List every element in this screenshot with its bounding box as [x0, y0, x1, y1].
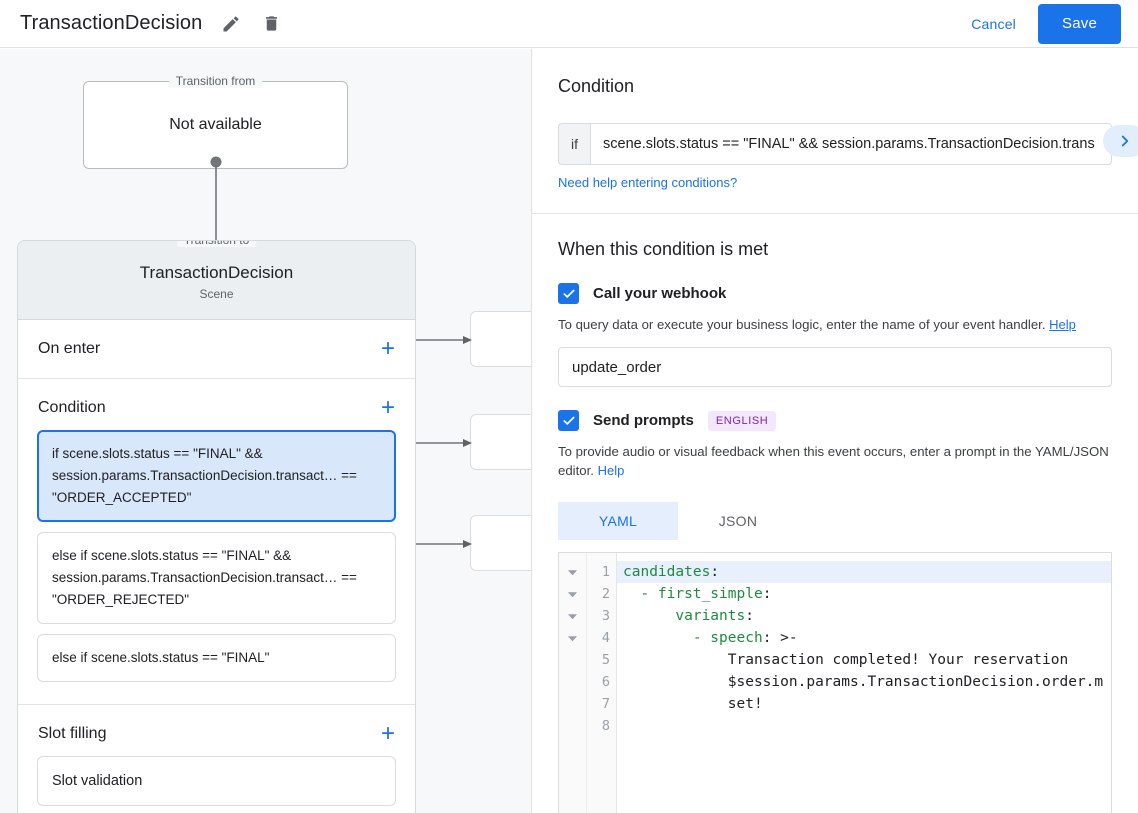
editor-fold-gutter[interactable] — [559, 553, 587, 813]
editor-line-number: 7 — [601, 696, 610, 712]
scene-type: Scene — [199, 287, 234, 301]
fold-spacer — [559, 649, 586, 671]
prompts-description-text: To provide audio or visual feedback when… — [558, 444, 1109, 478]
call-webhook-label: Call your webhook — [593, 285, 727, 302]
fold-spacer — [559, 671, 586, 693]
editor-line[interactable]: candidates: — [617, 561, 1111, 583]
editor-line-number: 4 — [601, 630, 610, 646]
editor-line-number: 1 — [601, 564, 610, 580]
editor-line[interactable]: $session.params.TransactionDecision.orde… — [727, 674, 1104, 690]
fold-toggle-icon[interactable] — [559, 561, 586, 583]
scene-name: TransactionDecision — [139, 263, 294, 282]
yaml-editor[interactable]: 1 2 3 4 5 6 7 8 candidates: - first_simple: var… — [558, 552, 1112, 813]
trash-icon[interactable] — [260, 13, 282, 35]
condition-title: Condition — [38, 399, 106, 416]
target-node-3[interactable] — [470, 515, 531, 571]
editor-line-number: 8 — [601, 718, 610, 734]
target-node-2[interactable] — [470, 414, 531, 470]
send-prompts-row: Send prompts ENGLISH — [558, 410, 1112, 431]
condition-header: Condition + — [18, 379, 415, 430]
prompts-help-link[interactable]: Help — [597, 463, 625, 478]
editor-line[interactable]: Transaction completed! Your reservation — [727, 652, 1069, 668]
editor-line[interactable]: set! — [727, 696, 763, 712]
condition-input[interactable] — [590, 123, 1112, 165]
condition-detail-panel: Condition if Need help entering conditio… — [531, 49, 1138, 813]
if-prefix-label: if — [558, 123, 590, 165]
editor-line[interactable] — [617, 715, 1111, 737]
app-header: TransactionDecision Cancel Save — [0, 0, 1138, 48]
editor-line[interactable]: - speech: >- — [692, 630, 798, 646]
transition-from-box: Transition from Not available — [83, 74, 348, 169]
fold-toggle-icon[interactable] — [559, 583, 586, 605]
call-webhook-checkbox[interactable] — [558, 283, 579, 304]
tab-yaml[interactable]: YAML — [558, 502, 678, 540]
webhook-description-text: To query data or execute your business l… — [558, 317, 1046, 332]
cancel-button[interactable]: Cancel — [957, 8, 1030, 40]
condition-list-item[interactable]: if scene.slots.status == "FINAL" && sess… — [37, 430, 396, 522]
panel-divider — [532, 213, 1138, 214]
add-slot-filling-button[interactable]: + — [377, 722, 399, 746]
pencil-icon[interactable] — [220, 13, 242, 35]
editor-format-tabs: YAML JSON — [558, 502, 1112, 540]
language-badge: ENGLISH — [707, 410, 777, 431]
condition-list-item[interactable]: else if scene.slots.status == "FINAL" — [37, 634, 396, 682]
condition-list-item[interactable]: else if scene.slots.status == "FINAL" &&… — [37, 532, 396, 624]
send-prompts-label: Send prompts — [593, 412, 694, 429]
editor-line-number: 5 — [601, 652, 610, 668]
when-condition-met-title: When this condition is met — [558, 239, 769, 259]
on-enter-title: On enter — [38, 340, 101, 357]
chevron-right-icon[interactable] — [1103, 125, 1138, 157]
fold-toggle-icon[interactable] — [559, 627, 586, 649]
editor-code-area[interactable]: candidates: - first_simple: variants: - … — [617, 553, 1111, 813]
fold-spacer — [559, 715, 586, 737]
scene-graph-canvas[interactable]: Transition from Not available Transition… — [0, 49, 531, 813]
editor-line[interactable]: - first_simple: — [640, 586, 772, 602]
transition-from-legend: Transition from — [168, 74, 263, 88]
transition-to-box: Transition to TransactionDecision Scene — [18, 241, 415, 320]
save-button[interactable]: Save — [1038, 3, 1121, 44]
webhook-description: To query data or execute your business l… — [558, 315, 1112, 334]
editor-line-numbers: 1 2 3 4 5 6 7 8 — [587, 553, 617, 813]
webhook-handler-input[interactable] — [558, 347, 1112, 387]
transition-to-legend: Transition to — [176, 241, 257, 247]
add-condition-button[interactable]: + — [377, 396, 399, 420]
condition-help-row: Need help entering conditions? — [558, 174, 1112, 192]
condition-input-row: if — [558, 123, 1112, 165]
condition-section: Condition if Need help entering conditio… — [532, 49, 1138, 192]
section-slot-filling: Slot filling + Slot validation — [18, 705, 415, 813]
scene-card: Transition to TransactionDecision Scene … — [17, 240, 416, 813]
on-enter-header: On enter + — [18, 320, 415, 378]
editor-line[interactable]: variants: — [675, 608, 754, 624]
editor-line-number: 3 — [601, 608, 610, 624]
slot-filling-title: Slot filling — [38, 725, 107, 742]
target-node-1[interactable] — [470, 311, 531, 367]
section-condition: Condition + if scene.slots.status == "FI… — [18, 379, 415, 705]
page-title: TransactionDecision — [20, 12, 203, 34]
transition-from-value: Not available — [169, 116, 262, 133]
editor-line-number: 6 — [601, 674, 610, 690]
slot-validation-item[interactable]: Slot validation — [37, 756, 396, 806]
section-on-enter: On enter + — [18, 320, 415, 379]
prompts-description: To provide audio or visual feedback when… — [558, 442, 1112, 480]
editor-line-number: 2 — [601, 586, 610, 602]
call-webhook-row: Call your webhook — [558, 283, 1112, 304]
fold-toggle-icon[interactable] — [559, 605, 586, 627]
panel-header: Condition — [558, 49, 1112, 97]
when-condition-met-section: When this condition is met Call your web… — [532, 214, 1138, 813]
tab-json[interactable]: JSON — [678, 502, 798, 540]
webhook-help-link[interactable]: Help — [1049, 317, 1076, 332]
add-on-enter-button[interactable]: + — [377, 337, 399, 361]
panel-title: Condition — [558, 76, 635, 96]
send-prompts-checkbox[interactable] — [558, 410, 579, 431]
slot-filling-header: Slot filling + — [18, 705, 415, 756]
need-help-entering-conditions-link[interactable]: Need help entering conditions? — [558, 175, 738, 190]
fold-spacer — [559, 693, 586, 715]
